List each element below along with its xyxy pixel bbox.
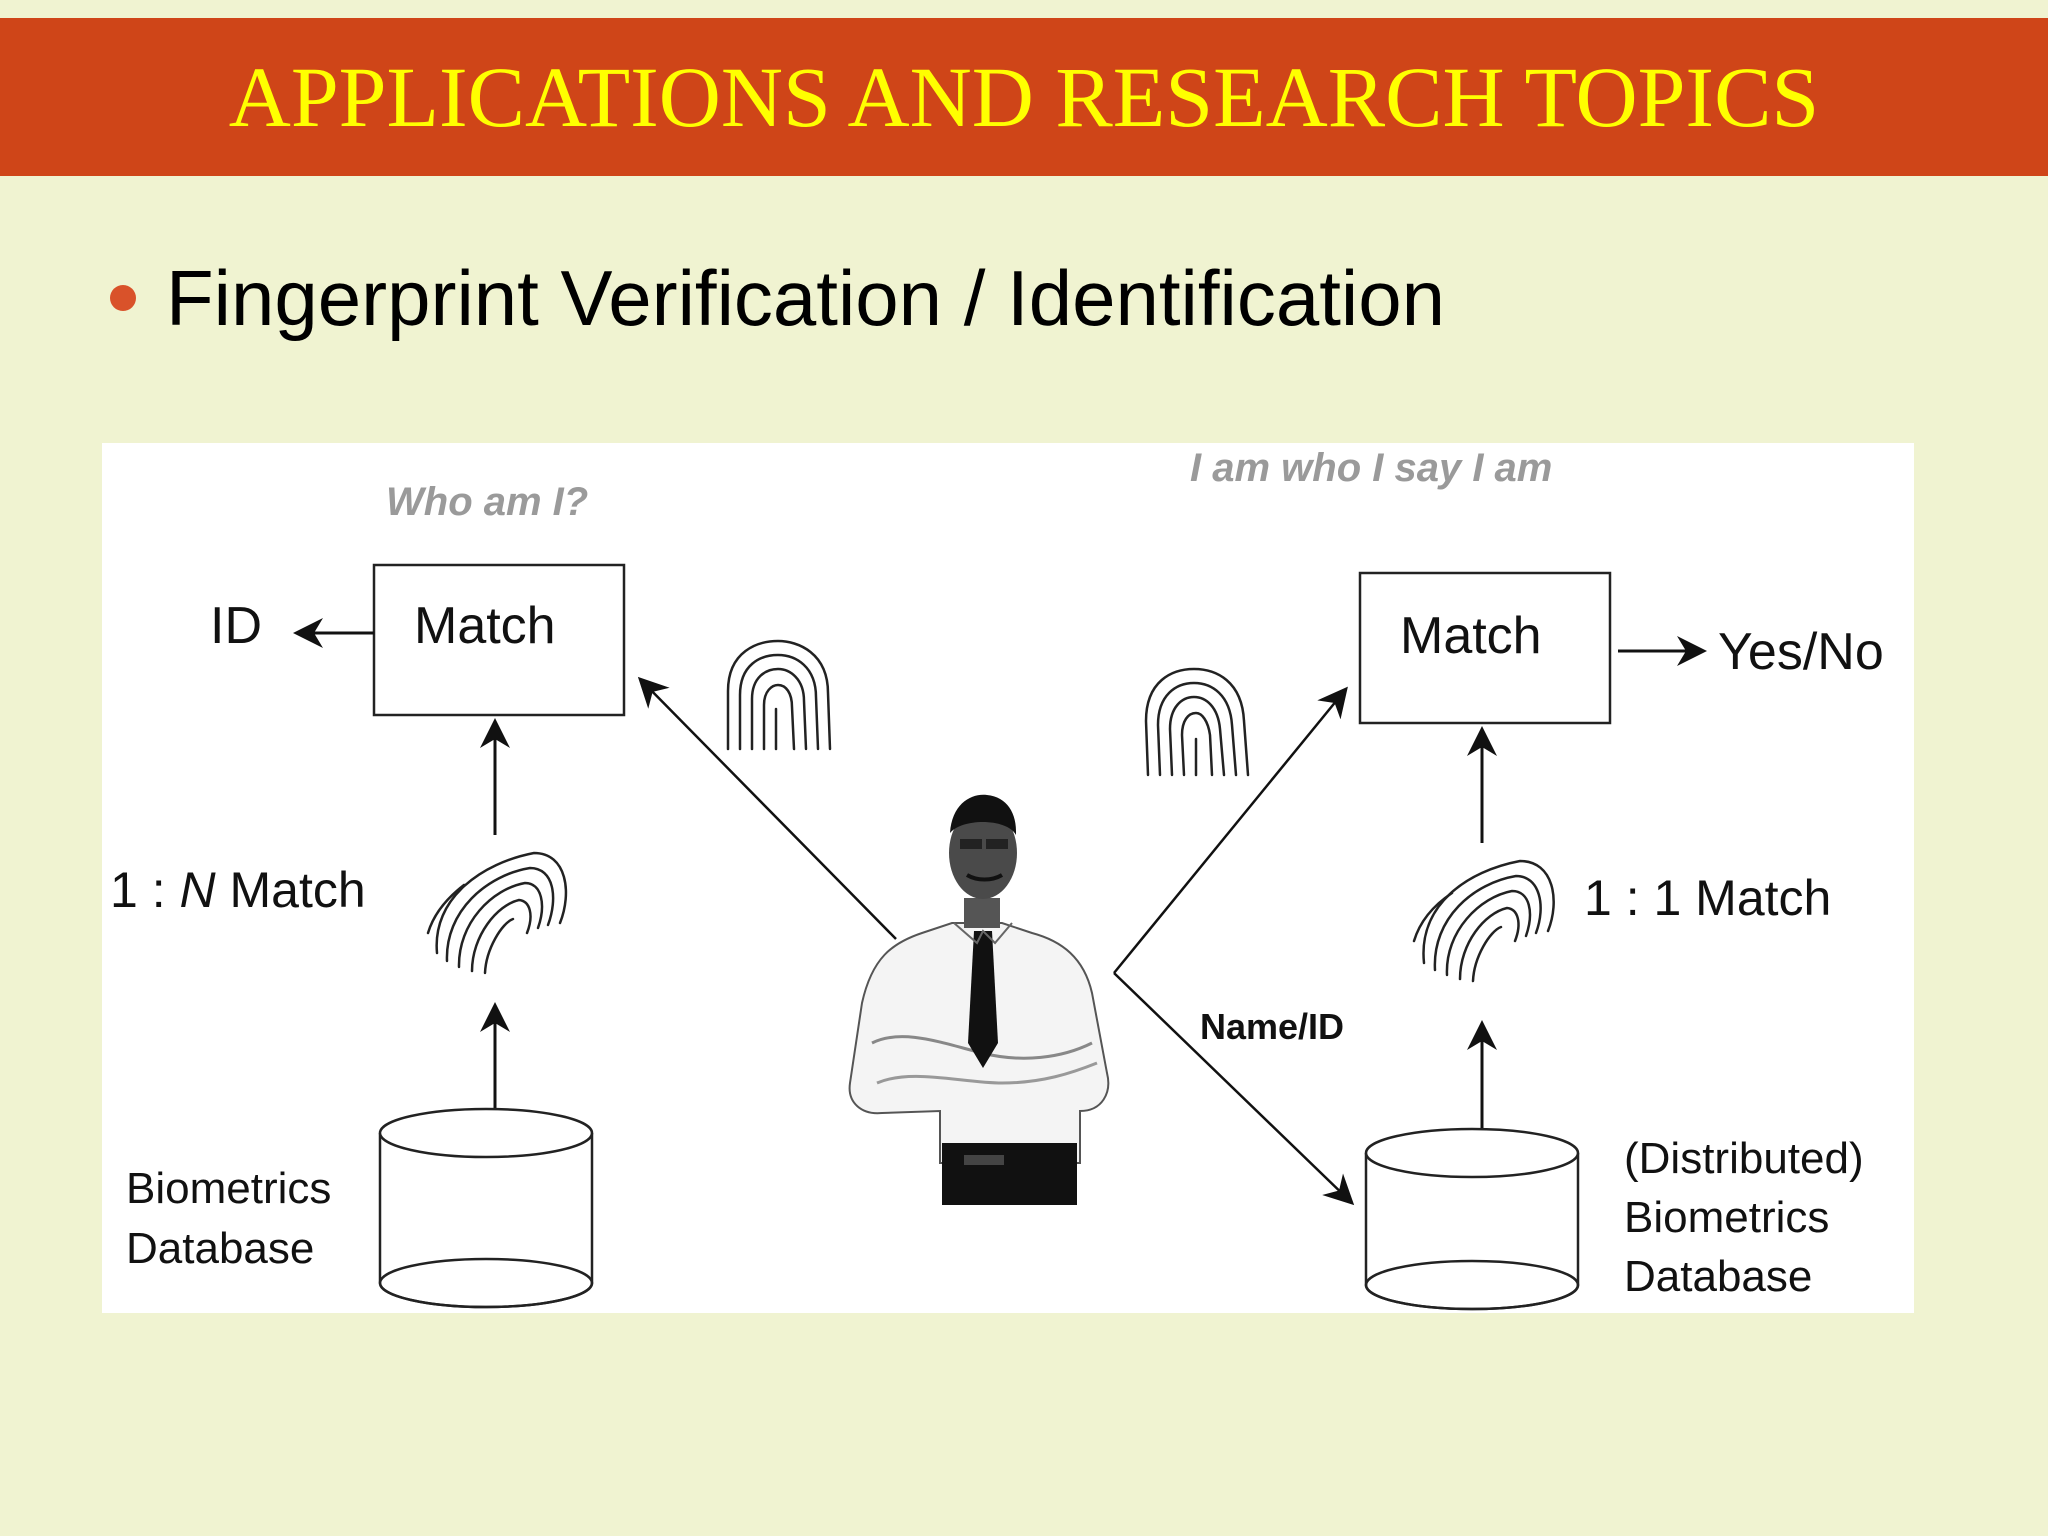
left-match-box: [372, 563, 626, 717]
right-match-type: 1 : 1 Match: [1584, 870, 1831, 926]
center-right-fingerprint-icon: [1144, 667, 1250, 777]
person-icon: [848, 794, 1110, 1205]
left-fingerprint-icon: [426, 851, 568, 975]
right-fingerprint-icon: [1412, 859, 1555, 983]
left-database-icon: [378, 1107, 594, 1309]
right-match-box: [1358, 571, 1612, 725]
right-database-icon: [1364, 1127, 1580, 1311]
left-output-id: ID: [210, 597, 262, 655]
right-input-label: Name/ID: [1200, 1006, 1344, 1047]
left-db-line1: Biometrics: [126, 1164, 331, 1213]
right-db-line1: (Distributed): [1624, 1134, 1864, 1183]
right-db-line3: Database: [1624, 1252, 1812, 1301]
person-to-left-match-arrow: [637, 676, 897, 940]
right-match-label: Match: [1400, 607, 1542, 665]
right-db-line2: Biometrics: [1624, 1193, 1829, 1242]
left-db-line2: Database: [126, 1224, 314, 1273]
person-to-right-db-arrow: [1113, 972, 1355, 1206]
title-band: APPLICATIONS AND RESEARCH TOPICS: [0, 18, 2048, 176]
slide-title: APPLICATIONS AND RESEARCH TOPICS: [228, 49, 1820, 145]
person-to-right-match-arrow: [1113, 686, 1348, 974]
left-match-label: Match: [414, 597, 556, 655]
right-output-yesno: Yes/No: [1718, 623, 1884, 681]
fingerprint-diagram: Who am I? Match ID 1 : N Match Biometric…: [102, 443, 1914, 1313]
left-question: Who am I?: [386, 480, 588, 524]
center-left-fingerprint-icon: [726, 639, 832, 751]
left-match-type: 1 : N Match: [110, 862, 366, 918]
bullet-dot-icon: [110, 285, 136, 311]
bullet-item: Fingerprint Verification / Identificatio…: [110, 248, 1445, 348]
right-question: I am who I say I am: [1190, 446, 1552, 490]
bullet-text: Fingerprint Verification / Identificatio…: [166, 253, 1446, 342]
